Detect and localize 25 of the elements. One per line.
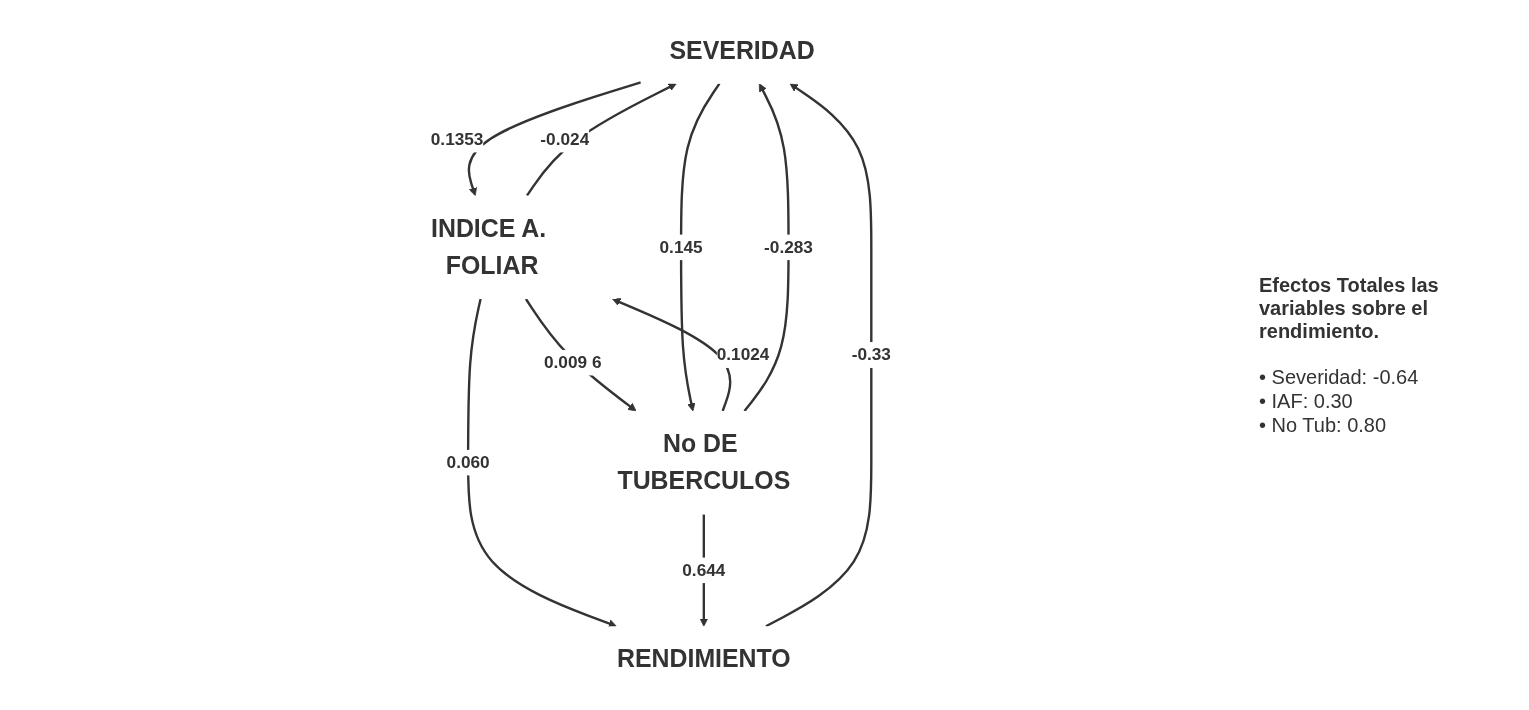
edge-label: -0.024: [540, 129, 590, 149]
node-text: RENDIMIENTO: [617, 644, 791, 674]
arrow: [467, 81, 642, 197]
node-text: INDICE A. FOLIAR: [431, 213, 547, 280]
list-item: • Severidad: -0.64: [1259, 364, 1420, 389]
edge-label: 0.060: [446, 452, 490, 472]
arrow: [680, 83, 721, 412]
node-text: No DE TUBERCULOS: [617, 429, 791, 496]
arrow: [526, 83, 677, 197]
note-heading: Efectos Totales las variables sobre el rendimiento.: [1259, 273, 1440, 343]
edge-label: 0.145: [659, 237, 703, 257]
edge-label: 0.1024: [716, 344, 770, 365]
arrow: [467, 298, 617, 628]
arrow: [612, 298, 732, 412]
edge-label: 0.1353: [430, 129, 484, 149]
node-text: SEVERIDAD: [669, 35, 815, 65]
list-item: • No Tub: 0.80: [1259, 412, 1388, 437]
list-item: • IAF: 0.30: [1259, 388, 1354, 413]
arrow: [743, 83, 790, 412]
edge-label: -0.33: [851, 344, 892, 365]
edge-label: -0.283: [764, 237, 814, 257]
edge-label: 0.009 6: [544, 352, 602, 372]
arrow: [765, 83, 873, 628]
arrow: [525, 298, 637, 412]
edge-label: 0.644: [682, 560, 726, 580]
